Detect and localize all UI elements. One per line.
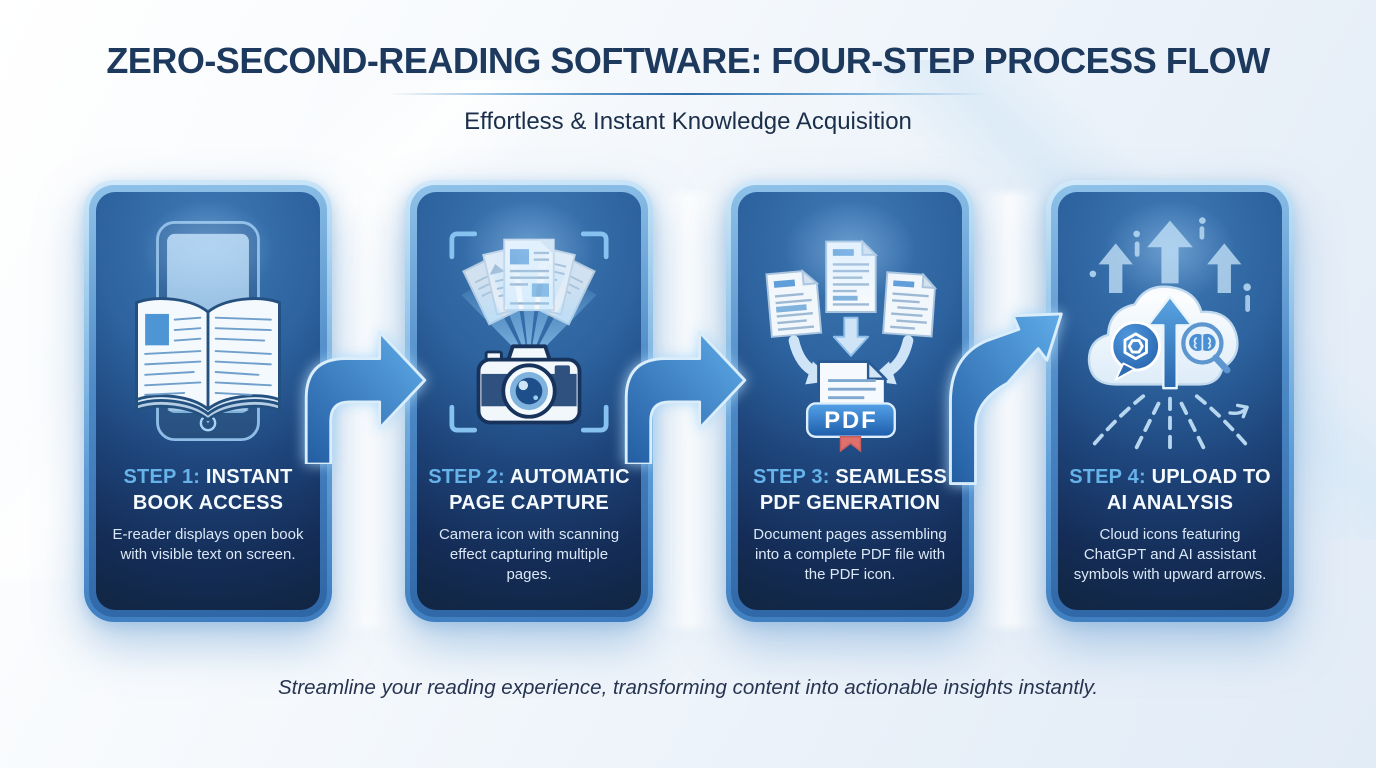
flow-arrow-up-right-icon <box>949 312 1063 485</box>
step-number-label: STEP 1: <box>123 466 201 488</box>
card-frame: STEP 4: UPLOAD TO AI ANALYSIS Cloud icon… <box>1051 185 1289 617</box>
camera-scanning-icon <box>449 231 609 433</box>
step-title: STEP 3: SEAMLESS PDF GENERATION <box>748 464 952 516</box>
step-description: Camera icon with scanning effect capturi… <box>438 526 620 583</box>
step-card-4: STEP 4: UPLOAD TO AI ANALYSIS Cloud icon… <box>1046 180 1294 622</box>
header-divider <box>388 93 988 95</box>
footer-tagline: Streamline your reading experience, tran… <box>277 676 1099 699</box>
header: ZERO-SECOND-READING SOFTWARE: FOUR-STEP … <box>0 40 1376 136</box>
card-body: STEP 4: UPLOAD TO AI ANALYSIS Cloud icon… <box>1058 192 1282 610</box>
icon-area <box>429 204 629 460</box>
step-title: STEP 2: AUTOMATIC PAGE CAPTURE <box>427 464 631 516</box>
step-description: Document pages assembling into a complet… <box>753 526 947 583</box>
card-body: PDF STEP 3: SEAMLESS PDF GENERATION Docu… <box>738 192 962 610</box>
card-frame: PDF STEP 3: SEAMLESS PDF GENERATION Docu… <box>731 185 969 617</box>
step-title: STEP 4: UPLOAD TO AI ANALYSIS <box>1068 464 1272 516</box>
pdf-badge-label: PDF <box>824 407 877 434</box>
ereader-open-book-icon <box>135 221 281 442</box>
icon-area <box>1070 204 1270 460</box>
page-subtitle: Effortless & Instant Knowledge Acquisiti… <box>464 108 912 135</box>
step-number-label: STEP 2: <box>428 466 505 488</box>
step-description: Cloud icons featuring ChatGPT and AI ass… <box>1073 526 1267 583</box>
step-description: E-reader displays open book with visible… <box>112 526 304 563</box>
step-number-label: STEP 4: <box>1069 466 1146 488</box>
cloud-ai-upload-icon <box>1087 217 1251 450</box>
icon-area: PDF <box>750 204 950 460</box>
flow-arrow-right-icon <box>304 330 427 464</box>
step-number-label: STEP 3: <box>752 466 830 488</box>
page-title: ZERO-SECOND-READING SOFTWARE: FOUR-STEP … <box>106 40 1270 81</box>
flow-arrow-right-icon <box>624 330 747 464</box>
icon-area <box>108 204 308 460</box>
documents-to-pdf-icon: PDF <box>765 239 938 453</box>
step-title: STEP 1: INSTANT BOOK ACCESS <box>106 464 310 516</box>
